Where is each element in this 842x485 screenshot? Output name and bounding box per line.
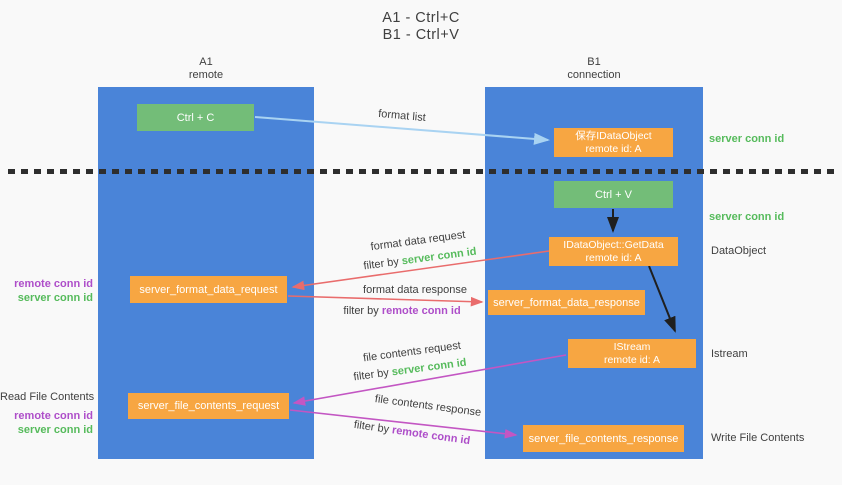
label-dataobject: DataObject xyxy=(711,245,767,257)
node-istream: IStream remote id: A xyxy=(568,339,696,368)
node-ctrl-c: Ctrl + C xyxy=(137,104,254,131)
filter-key-server-conn-id: server conn id xyxy=(401,245,478,268)
node-idataobject-getdata-line2: remote id: A xyxy=(585,251,642,264)
title-line-1: A1 - Ctrl+C xyxy=(382,10,460,26)
column-a1-subtitle: remote xyxy=(188,69,224,81)
column-header-b1: B1 connection xyxy=(534,56,654,82)
node-server-format-data-response-label: server_format_data_response xyxy=(493,296,640,309)
filter-by-text: filter by xyxy=(353,418,390,436)
node-idataobject-getdata-line1: IDataObject::GetData xyxy=(563,239,664,251)
diagram-title: A1 - Ctrl+C B1 - Ctrl+V xyxy=(0,10,842,44)
node-server-file-contents-request-label: server_file_contents_request xyxy=(137,400,280,412)
column-header-a1: A1 remote xyxy=(146,56,266,82)
filter-key-server-conn-id: server conn id xyxy=(391,356,468,379)
column-b1-subtitle: connection xyxy=(567,69,621,81)
label-istream: Istream xyxy=(711,348,748,360)
arrow-format-data-response xyxy=(287,295,484,307)
title-line-2: B1 - Ctrl+V xyxy=(382,27,460,43)
node-save-idataobject-line2: remote id: A xyxy=(585,142,642,155)
node-save-idataobject-line1: 保存IDataObject xyxy=(575,130,652,142)
node-server-file-contents-response-label: server_file_contents_response xyxy=(528,432,679,445)
label-server-conn-id-left-1: server conn id xyxy=(17,292,93,304)
node-server-format-data-request: server_format_data_request xyxy=(130,276,287,303)
label-filter-format-response: filter by remote conn id xyxy=(343,305,460,317)
filter-by-text: filter by xyxy=(362,255,400,273)
filter-by-text: filter by xyxy=(352,366,390,384)
node-server-format-data-response: server_format_data_response xyxy=(488,290,645,315)
node-server-file-contents-response: server_file_contents_response xyxy=(523,425,684,452)
label-server-conn-id-right-2: server conn id xyxy=(709,211,785,223)
node-istream-line2: remote id: A xyxy=(603,353,661,366)
node-ctrl-v: Ctrl + V xyxy=(554,181,673,208)
label-read-file-contents: Read File Contents xyxy=(0,391,95,403)
label-file-contents-response: file contents response xyxy=(374,393,482,419)
column-b1-name: B1 xyxy=(587,56,601,68)
label-format-list: format list xyxy=(377,107,427,125)
label-write-file-contents: Write File Contents xyxy=(711,432,805,444)
label-format-data-response: format data response xyxy=(363,284,467,296)
node-idataobject-getdata: IDataObject::GetData remote id: A xyxy=(549,237,678,266)
label-filter-file-response: filter by remote conn id xyxy=(353,419,471,447)
filter-key-remote-conn-id: remote conn id xyxy=(391,424,471,448)
node-ctrl-c-label: Ctrl + C xyxy=(176,111,215,124)
node-server-format-data-request-label: server_format_data_request xyxy=(139,283,278,296)
node-server-file-contents-request: server_file_contents_request xyxy=(128,393,289,419)
column-a1-name: A1 xyxy=(199,56,213,68)
label-server-conn-id-left-2: server conn id xyxy=(17,424,93,436)
copy-paste-separator-line xyxy=(8,169,836,174)
label-remote-conn-id-left-1: remote conn id xyxy=(14,278,93,290)
label-server-conn-id-right-1: server conn id xyxy=(709,133,785,145)
filter-key-remote-conn-id: remote conn id xyxy=(381,305,461,317)
node-istream-line1: IStream xyxy=(613,341,651,353)
filter-by-text: filter by xyxy=(343,305,379,317)
node-ctrl-v-label: Ctrl + V xyxy=(595,188,632,201)
node-save-idataobject: 保存IDataObject remote id: A xyxy=(554,128,673,157)
label-remote-conn-id-left-2: remote conn id xyxy=(14,410,93,422)
